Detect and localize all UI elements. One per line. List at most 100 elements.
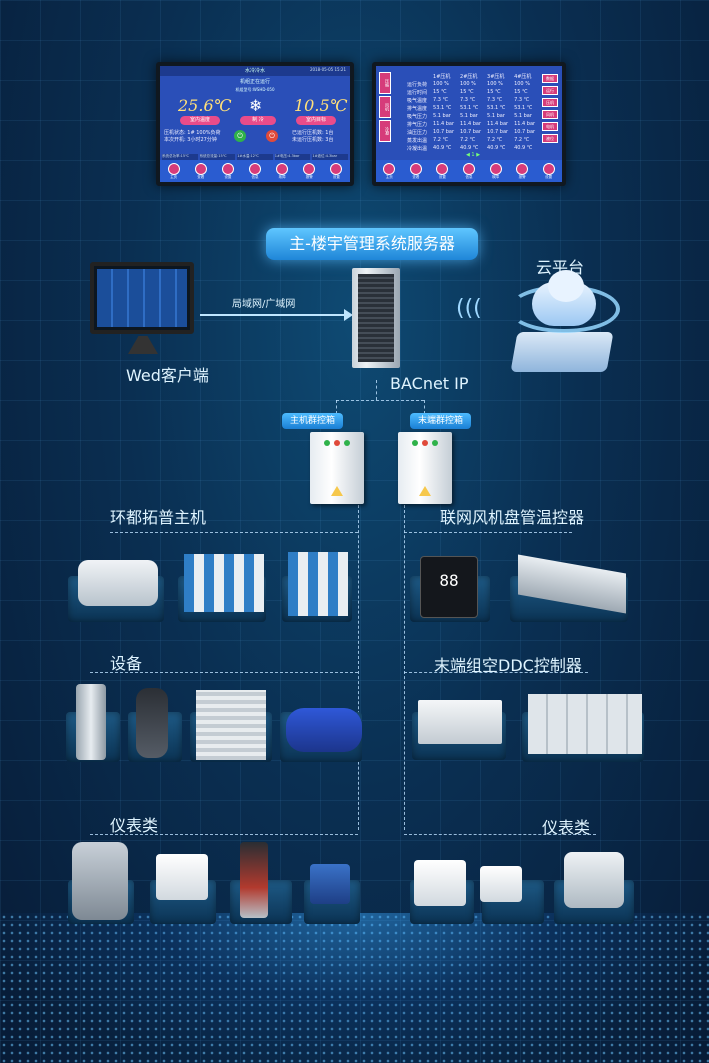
nav-button[interactable]: 设置 [542, 162, 555, 180]
section-fcu-thermostats: 联网风机盘管温控器 [440, 508, 585, 527]
terminal-control-cabinet [398, 432, 452, 504]
connector-line [336, 400, 424, 401]
table-cell: 100 % [460, 81, 476, 87]
nav-label: 信息 [251, 174, 259, 179]
connector-line [90, 834, 358, 835]
bottom-tab[interactable]: 系统总流量:15℃ [199, 154, 236, 162]
control-valve [76, 684, 106, 760]
table-cell: 100 % [487, 81, 503, 87]
butterfly-valve [136, 688, 168, 758]
stat-line: 压机状态: 1# 100%负荷 [164, 130, 221, 136]
table-cell: 100 % [514, 81, 530, 87]
table-cell: 运行负荷 [407, 81, 428, 88]
table-cell: 11.4 bar [487, 121, 509, 127]
bottom-tab[interactable]: 系统总功率:15℃ [162, 154, 198, 162]
home-icon [383, 162, 396, 175]
table-cell: 40.9 ℃ [460, 145, 479, 151]
protocol-label: BACnet IP [390, 374, 469, 393]
section-equipment: 设备 [110, 654, 143, 673]
air-handling-unit [528, 694, 642, 754]
indoor-temp-label: 室内温度 [180, 116, 220, 125]
pager[interactable]: ◀ 1 ▶ [466, 152, 481, 158]
side-menu-button[interactable]: 液位 [542, 134, 558, 143]
nav-button[interactable]: 信息 [462, 162, 475, 180]
connector-line [424, 400, 425, 414]
modular-air-chiller [184, 554, 264, 612]
connector-line [376, 380, 377, 400]
pressure-transmitter [240, 842, 268, 918]
nav-button[interactable]: 主页 [167, 162, 180, 180]
ultrasonic-heat-meter [564, 852, 624, 908]
side-menu-button[interactable]: 压机 [542, 98, 558, 107]
nav-button[interactable]: 设置 [436, 162, 449, 180]
search-icon [194, 162, 207, 175]
hmi-screen-main: 水冷冷水 2018-05-05 15:21 机组正在运行 机组型号:WSHD-0… [156, 62, 354, 186]
connector-line [90, 672, 358, 673]
bottom-tab[interactable]: 1#水温:12℃ [237, 154, 273, 162]
hmi-info-line: 机组型号:WSHD-050 [235, 87, 275, 92]
stats-right: 已运行压机数: 1台 未运行压机数: 3台 [292, 130, 333, 144]
table-cell: 蒸发出温 [407, 137, 428, 144]
bottom-tab[interactable]: 1#电压:4.3bar [274, 154, 311, 162]
nav-label: 设置 [332, 174, 340, 179]
heat-pump-unit [288, 552, 348, 616]
nav-button[interactable]: 设置 [221, 162, 234, 180]
column-header: 1#压机 [433, 73, 451, 80]
table-cell: 10.7 bar [514, 129, 536, 135]
nav-button[interactable]: 报警 [516, 162, 529, 180]
bottom-tab[interactable]: 1#液位:4.3bar [312, 154, 348, 162]
nav-label: 设置 [545, 174, 553, 179]
table-cell: 5.1 bar [460, 113, 478, 119]
thermostat-panel: 88 [420, 556, 478, 618]
table-cell: 排气压力 [407, 121, 428, 128]
power-on-icon[interactable]: ⏻ [234, 130, 246, 142]
nav-button[interactable]: 故障 [489, 162, 502, 180]
table-cell: 7.3 ℃ [460, 97, 476, 103]
gear-icon [542, 162, 555, 175]
power-off-icon[interactable]: ⏻ [266, 130, 278, 142]
glowing-floor [0, 913, 709, 1063]
gear-icon [330, 162, 343, 175]
side-tab-fan[interactable]: 风机 [379, 96, 391, 118]
nav-button[interactable]: 故障 [276, 162, 289, 180]
nav-label: 故障 [278, 174, 286, 179]
table-cell: 10.7 bar [433, 129, 455, 135]
host-control-cabinet [310, 432, 364, 504]
nav-button[interactable]: 信息 [248, 162, 261, 180]
side-menu-button[interactable]: 数据 [542, 74, 558, 83]
settings-icon [221, 162, 234, 175]
nav-button[interactable]: 查看 [194, 162, 207, 180]
column-header: 3#压机 [487, 73, 505, 80]
connector-line [404, 532, 572, 533]
nav-button[interactable]: 查看 [409, 162, 422, 180]
table-cell: 5.1 bar [433, 113, 451, 119]
info-icon [248, 162, 261, 175]
section-meters-right: 仪表类 [542, 818, 591, 837]
alarm-icon [516, 162, 529, 175]
mode-cooling-button[interactable]: 制 冷 [240, 116, 276, 125]
table-cell: 53.1 ℃ [460, 105, 479, 111]
table-cell: 排气温度 [407, 105, 428, 112]
nav-button[interactable]: 主页 [383, 162, 396, 180]
indicator-lamp [412, 440, 418, 446]
nav-button[interactable]: 报警 [303, 162, 316, 180]
stat-line: 本次开机: 3小时27分钟 [164, 137, 217, 143]
home-icon [167, 162, 180, 175]
table-cell: 7.3 ℃ [514, 97, 530, 103]
side-menu-button[interactable]: 风机 [542, 110, 558, 119]
side-menu-button[interactable]: 电机 [542, 122, 558, 131]
side-tab-compressor[interactable]: 压缩 [379, 72, 391, 94]
info-icon [462, 162, 475, 175]
terminal-control-box-tag: 末端群控箱 [410, 413, 472, 429]
side-menu-button[interactable]: 运行 [542, 86, 558, 95]
side-tab-condenser[interactable]: 冷凝 [379, 120, 391, 142]
nav-label: 报警 [518, 174, 526, 179]
nav-button[interactable]: 设置 [330, 162, 343, 180]
rack-units [358, 274, 394, 362]
hmi-status-banner: 机组正在运行 [239, 79, 270, 85]
